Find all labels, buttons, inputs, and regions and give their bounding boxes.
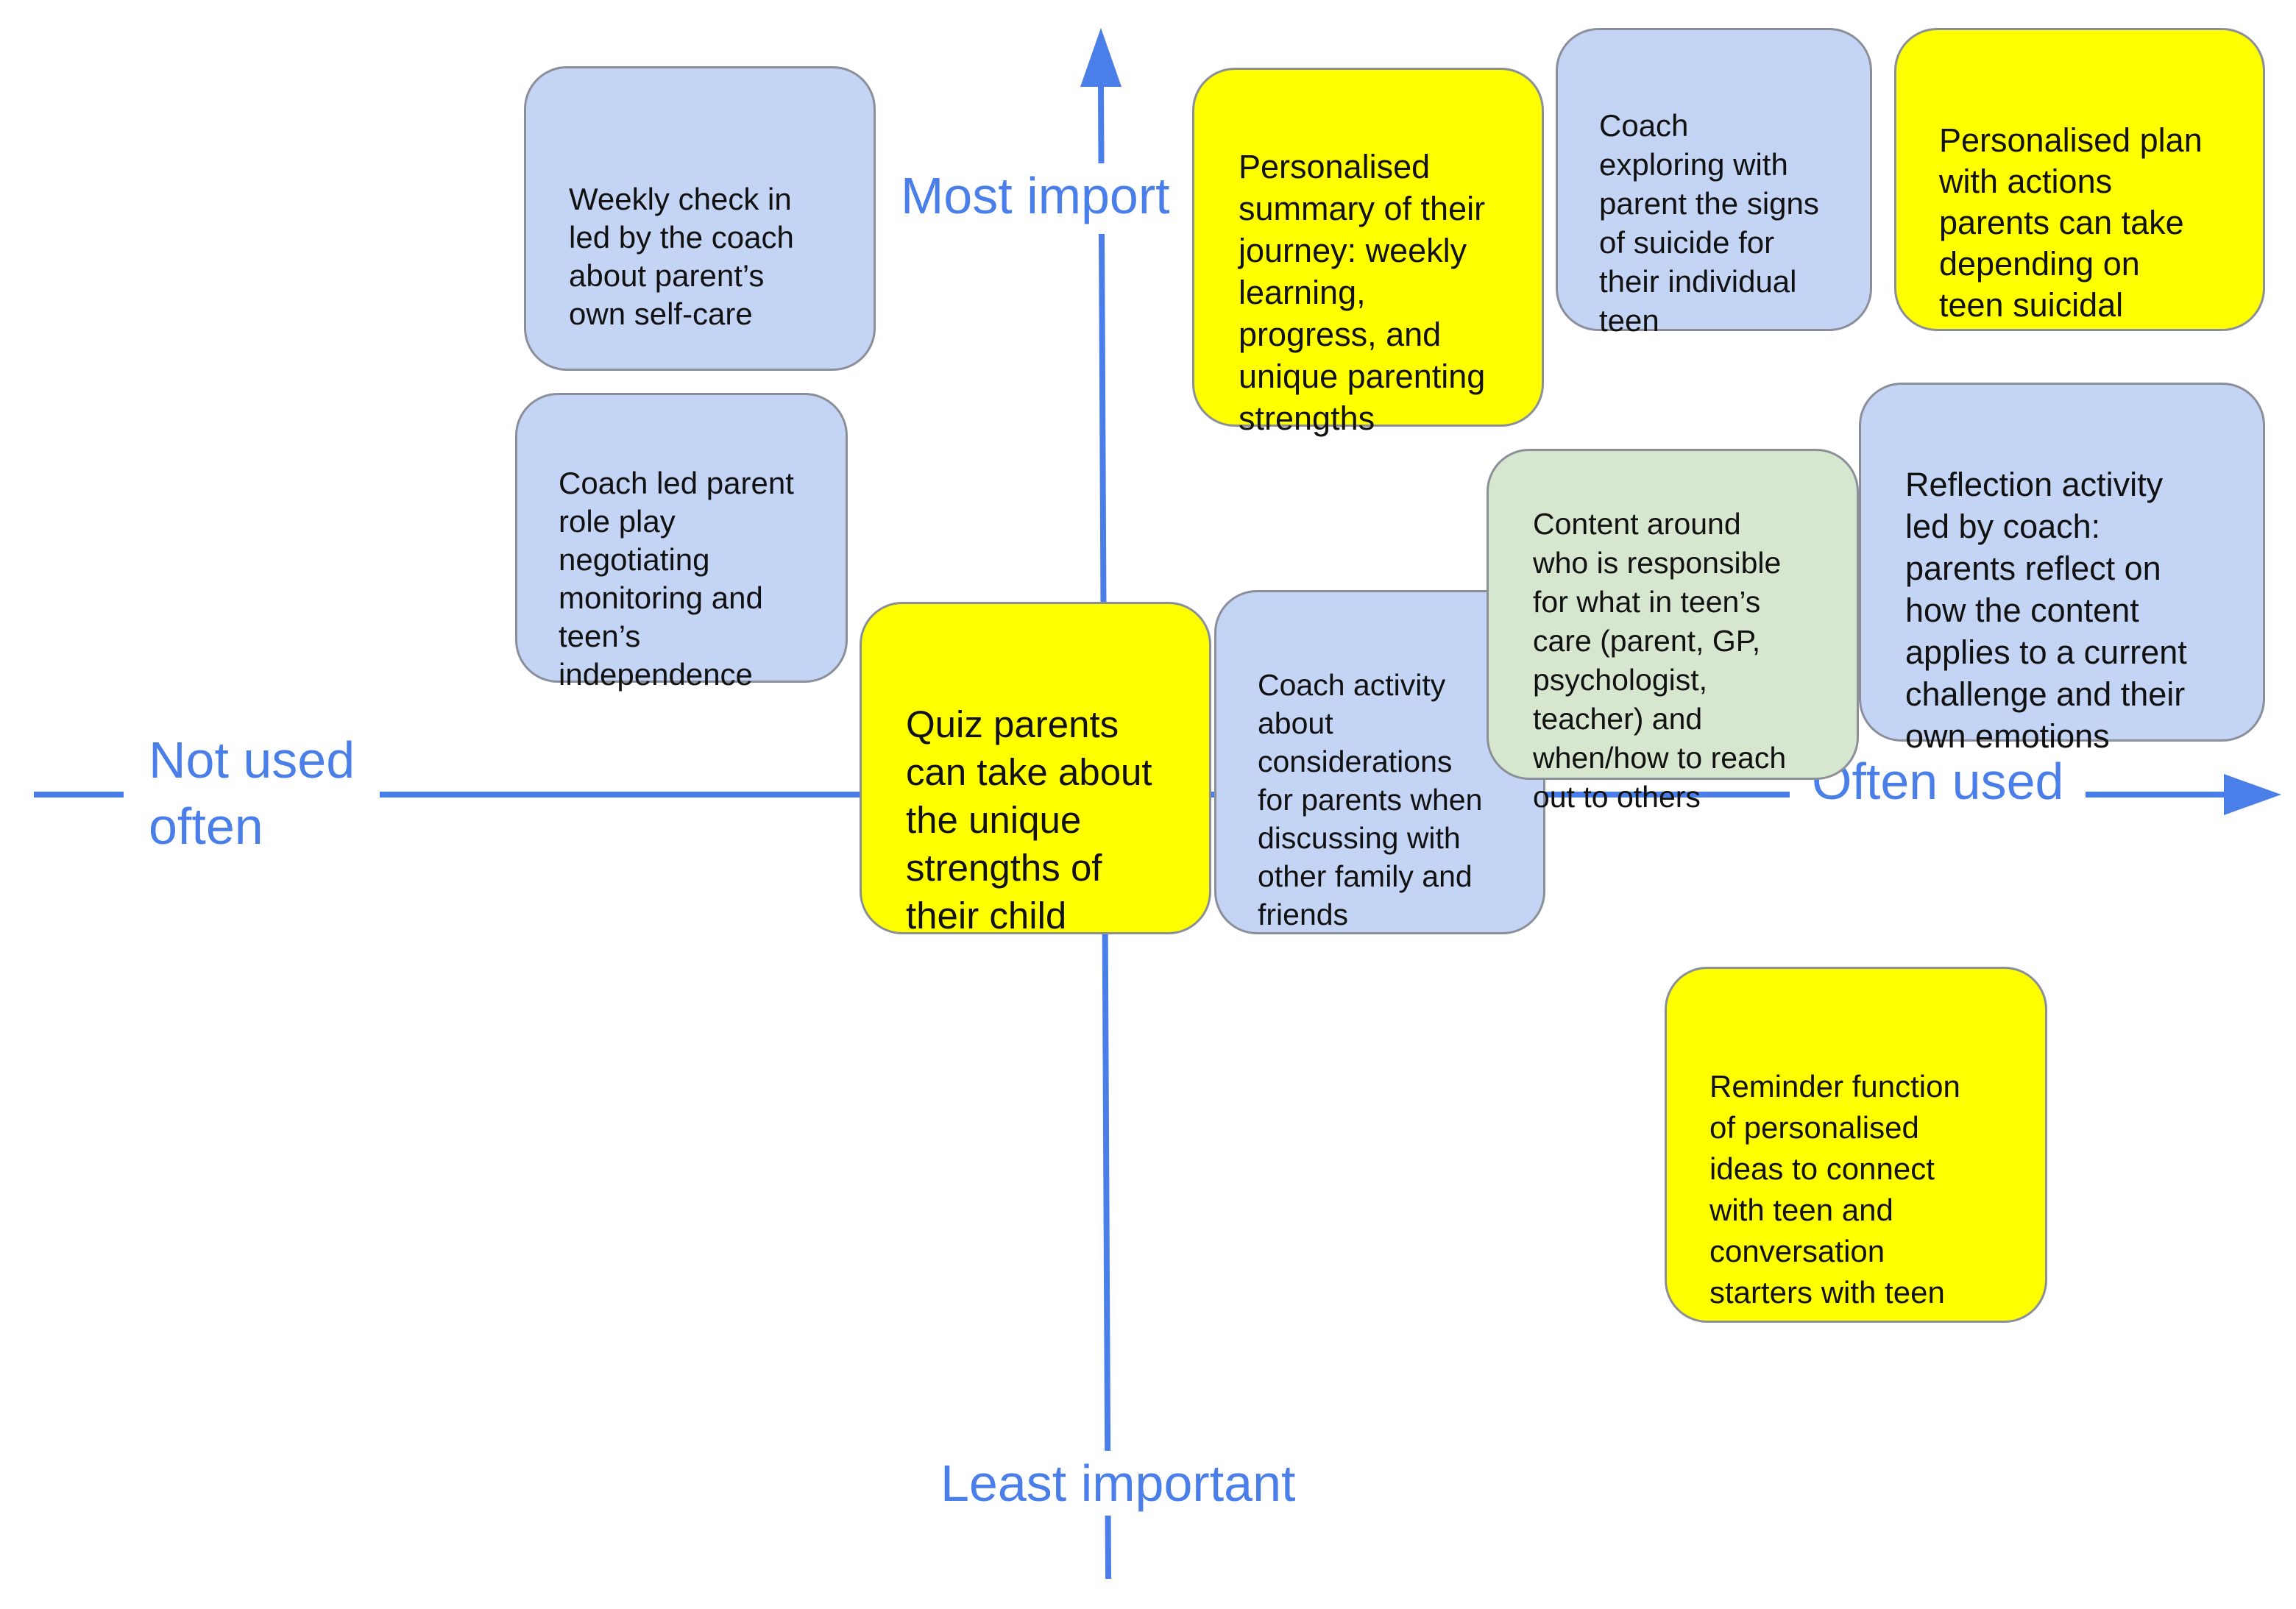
note-reflection-activity[interactable]: Reflection activity led by coach: parent… (1859, 383, 2265, 755)
note-coach-suicide-signs[interactable]: Coach exploring with parent the signs of… (1556, 28, 1872, 338)
right-arrow-icon (2224, 774, 2281, 815)
axis-label-top: Most import (896, 163, 1207, 234)
axis-label-left: Not used often (124, 727, 380, 859)
note-text: Reminder function of personalised ideas … (1709, 1069, 1960, 1310)
note-text: Reflection activity led by coach: parent… (1905, 466, 2187, 755)
note-text: Personalised plan with actions parents c… (1939, 121, 2203, 324)
note-text: Personalised summary of their journey: w… (1239, 148, 1486, 437)
up-arrow-icon (1080, 28, 1122, 87)
note-coach-role-play[interactable]: Coach led parent role play negotiating m… (515, 393, 848, 692)
axis-label-bottom: Least important (933, 1451, 1303, 1516)
note-text: Coach led parent role play negotiating m… (559, 466, 794, 692)
note-coach-activity-family[interactable]: Coach activity about considerations for … (1214, 590, 1545, 934)
note-personalised-plan[interactable]: Personalised plan with actions parents c… (1894, 28, 2265, 331)
note-content-responsibility[interactable]: Content around who is responsible for wh… (1487, 449, 1859, 814)
note-text: Weekly check in led by the coach about p… (569, 182, 794, 331)
note-text: Coach activity about considerations for … (1258, 668, 1483, 931)
note-weekly-check-in[interactable]: Weekly check in led by the coach about p… (524, 66, 876, 371)
note-text: Coach exploring with parent the signs of… (1599, 108, 1819, 338)
note-text: Content around who is responsible for wh… (1533, 507, 1787, 814)
note-reminder-function[interactable]: Reminder function of personalised ideas … (1665, 967, 2047, 1323)
note-text: Quiz parents can take about the unique s… (906, 703, 1152, 937)
note-personalised-summary[interactable]: Personalised summary of their journey: w… (1192, 68, 1544, 437)
note-quiz-strengths[interactable]: Quiz parents can take about the unique s… (860, 602, 1211, 937)
